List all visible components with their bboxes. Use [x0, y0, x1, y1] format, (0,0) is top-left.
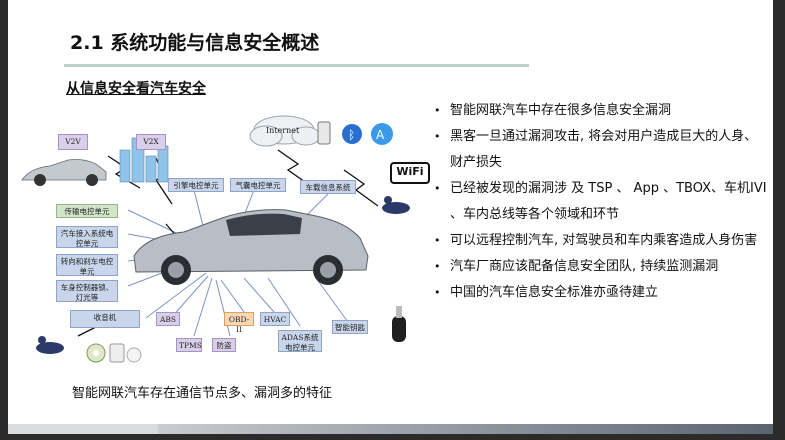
label-radio: 收音机 — [70, 310, 140, 328]
label-internet: Internet — [266, 126, 299, 135]
bullet-item: 已经被发现的漏洞涉 及 TSP 、 App 、TBOX、车机IVI 、车内总线等… — [428, 176, 773, 228]
disc-icon — [127, 348, 141, 362]
label-engine-ecu: 引擎电控单元 — [168, 178, 224, 192]
title-divider — [64, 64, 529, 67]
usb-icon — [110, 344, 124, 362]
bullet-item: 智能网联汽车中存在很多信息安全漏洞 — [428, 98, 773, 124]
phone-icon — [318, 122, 330, 144]
label-airbag-ecu: 气囊电控单元 — [230, 178, 286, 192]
key-fob — [392, 306, 406, 342]
bullet-item: 汽车厂商应该配备信息安全团队, 持续监测漏洞 — [428, 254, 773, 280]
wifi-badge: WiFi — [390, 162, 430, 184]
label-access-ecu: 汽车接入系统电控单元 — [56, 226, 118, 248]
slide: 2.1 系统功能与信息安全概述 从信息安全看汽车安全 — [8, 0, 773, 434]
footer-accent — [158, 424, 773, 434]
label-abs: ABS — [156, 312, 180, 326]
hacker-figure-left — [36, 336, 64, 354]
label-tpms: TPMS — [176, 338, 202, 352]
label-antitheft: 防盗 — [212, 338, 236, 352]
label-hvac: HVAC — [260, 312, 290, 326]
diagram-caption: 智能网联汽车存在通信节点多、漏洞多的特征 — [72, 382, 332, 401]
vehicle-network-diagram: ᛒ A V2V V2X Inter — [16, 108, 416, 378]
label-v2v: V2V — [58, 134, 88, 150]
bullet-item: 中国的汽车信息安全标准亦亟待建立 — [428, 280, 773, 306]
label-infotainment: 车载信息系统 — [300, 180, 356, 194]
label-adas-ecu: ADAS系统电控单元 — [278, 330, 322, 352]
label-body-controller: 车身控制器锁、灯光等 — [56, 280, 118, 302]
bullet-list: 智能网联汽车中存在很多信息安全漏洞 黑客一旦通过漏洞攻击, 将会对用户造成巨大的… — [428, 98, 773, 306]
label-smart-key: 智能钥匙 — [332, 320, 368, 334]
page-title: 2.1 系统功能与信息安全概述 — [70, 28, 319, 55]
svg-text:A: A — [376, 128, 385, 142]
svg-text:ᛒ: ᛒ — [348, 128, 355, 142]
hacker-figure-right — [382, 196, 410, 214]
section-subtitle: 从信息安全看汽车安全 — [66, 78, 206, 98]
label-steering-ecu: 转向和刹车电控单元 — [56, 254, 118, 276]
label-transmission-ecu: 传输电控单元 — [56, 204, 118, 218]
v2v-car — [22, 160, 106, 187]
label-v2x: V2X — [136, 134, 166, 150]
label-obd: OBD-II — [224, 312, 254, 326]
bullet-item: 黑客一旦通过漏洞攻击, 将会对用户造成巨大的人身、 财产损失 — [428, 124, 773, 176]
bullet-item: 可以远程控制汽车, 对驾驶员和车内乘客造成人身伤害 — [428, 228, 773, 254]
car-illustration — [134, 210, 368, 285]
